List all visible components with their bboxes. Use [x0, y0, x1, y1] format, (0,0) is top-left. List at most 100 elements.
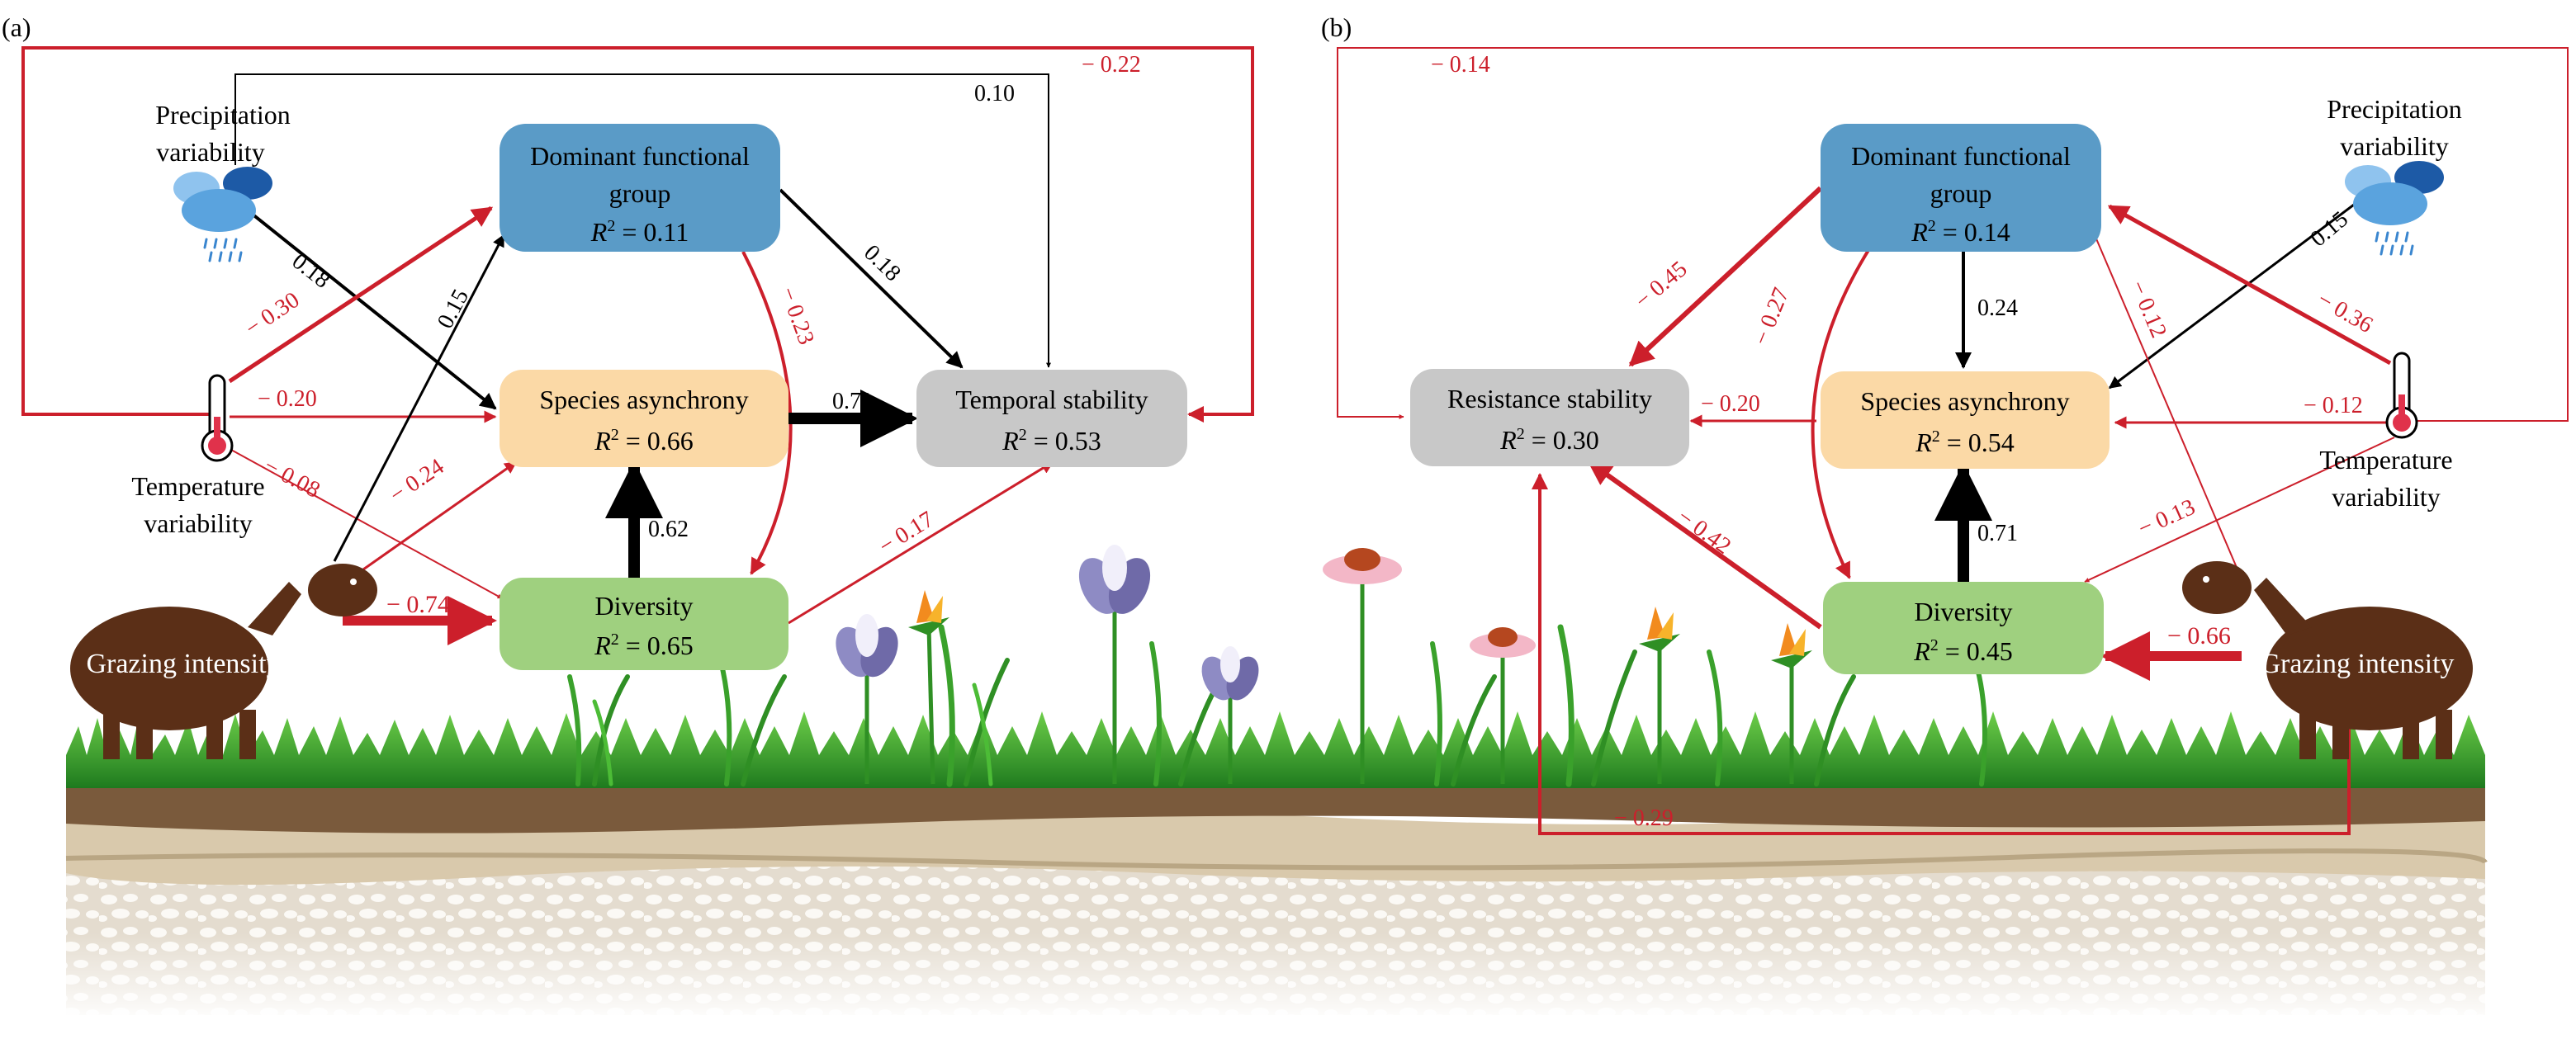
- arrow-grazing-to-stability-b: [1532, 473, 2351, 835]
- coef-temp-to-stab-a: − 0.22: [1082, 52, 1141, 78]
- temperature-driver-a: Temperature variability: [131, 374, 265, 538]
- coef-dom-to-async-b: 0.24: [1977, 295, 2018, 321]
- arrow-prec-to-asynchrony-a: [246, 209, 497, 410]
- svg-text:Diversity: Diversity: [594, 591, 693, 621]
- node-species-asynchrony-b: Species asynchrony R2 = 0.54: [1821, 371, 2110, 469]
- sand-stripe: [65, 848, 2488, 871]
- coef-async-to-stab-a: 0.71: [832, 389, 873, 414]
- grass-strip: [66, 710, 2485, 788]
- svg-text:Species asynchrony: Species asynchrony: [539, 385, 748, 414]
- coef-graz-to-div-b: − 0.66: [2167, 622, 2231, 649]
- svg-text:variability: variability: [156, 137, 265, 167]
- coef-dom-to-div-a: − 0.23: [774, 284, 819, 348]
- node-dominant-functional-group-a: Dominant functional group R2 = 0.11: [500, 124, 780, 252]
- coef-graz-to-div-a: − 0.74: [386, 591, 450, 618]
- panel-a-label: (a): [2, 12, 31, 42]
- panel-b-label: (b): [1321, 12, 1352, 42]
- svg-text:R2 = 0.11: R2 = 0.11: [590, 217, 689, 247]
- coef-graz-to-async-a: − 0.24: [386, 454, 449, 508]
- coef-temp-to-async-b: − 0.12: [2304, 393, 2363, 418]
- svg-text:Temperature: Temperature: [2319, 445, 2452, 475]
- svg-text:Resistance stability: Resistance stability: [1447, 384, 1652, 413]
- precipitation-driver-b: Precipitation variability: [2327, 94, 2462, 256]
- node-diversity-a: Diversity R2 = 0.65: [500, 578, 788, 670]
- temperature-driver-b: Temperature variability: [2319, 352, 2453, 512]
- svg-text:R2 = 0.14: R2 = 0.14: [1911, 217, 2010, 247]
- svg-text:Grazing intensity: Grazing intensity: [2260, 649, 2454, 679]
- node-species-asynchrony-a: Species asynchrony R2 = 0.66: [500, 370, 788, 467]
- arrow-grazing-to-asynchrony-a: [362, 461, 518, 571]
- node-dominant-functional-group-b: Dominant functional group R2 = 0.14: [1821, 124, 2101, 252]
- svg-text:Diversity: Diversity: [1914, 597, 2012, 626]
- arrow-dominant-to-stability-b: [1628, 186, 1823, 367]
- coef-prec-to-stab-a: 0.10: [974, 81, 1015, 106]
- svg-text:Grazing intensity: Grazing intensity: [86, 649, 280, 679]
- svg-text:Precipitation: Precipitation: [2327, 94, 2462, 124]
- svg-text:Temporal stability: Temporal stability: [955, 385, 1148, 414]
- arrow-diversity-to-stability-b: [1587, 460, 1822, 630]
- svg-text:R2 = 0.53: R2 = 0.53: [1002, 426, 1101, 456]
- svg-text:R2 = 0.54: R2 = 0.54: [1915, 427, 2015, 457]
- arrow-temp-to-stability-b: [1337, 47, 2569, 422]
- coef-div-to-async-a: 0.62: [648, 517, 689, 542]
- bird-of-paradise-flower: [1639, 607, 1680, 784]
- coef-prec-to-async-a: 0.18: [287, 248, 335, 294]
- svg-text:R2 = 0.30: R2 = 0.30: [1499, 425, 1599, 455]
- coef-temp-to-div-b: − 0.13: [2134, 494, 2199, 542]
- precipitation-driver-a: Precipitation variability: [155, 100, 291, 262]
- tall-grass: [567, 624, 1987, 787]
- svg-text:R2 = 0.66: R2 = 0.66: [594, 426, 694, 456]
- arrow-dominant-to-diversity-b: [1811, 246, 1872, 579]
- topsoil-layer: [66, 784, 2485, 834]
- bird-of-paradise-flower: [1771, 623, 1812, 784]
- thermometer-icon: [201, 374, 234, 462]
- arrow-temp-to-dominant-b: [2107, 204, 2392, 366]
- arrow-grazing-to-dominant-a: [333, 234, 505, 562]
- svg-text:variability: variability: [2332, 482, 2441, 512]
- coef-async-to-stab-b: − 0.20: [1701, 391, 1760, 417]
- sheep-icon: [70, 564, 377, 759]
- svg-text:group: group: [609, 178, 671, 208]
- svg-text:Precipitation: Precipitation: [155, 100, 291, 130]
- panel-a: (a) − 0.22 0.10 0.18 − 0.30 − 0.20 − 0.0…: [2, 12, 1254, 759]
- thermometer-icon: [2385, 352, 2418, 439]
- svg-text:R2 = 0.65: R2 = 0.65: [594, 631, 694, 660]
- svg-text:Species asynchrony: Species asynchrony: [1860, 386, 2069, 416]
- iris-flower: [836, 614, 898, 784]
- coef-temp-to-async-a: − 0.20: [258, 386, 317, 412]
- grazing-driver-a: Grazing intensity: [70, 564, 377, 759]
- ground-illustration: [65, 545, 2488, 1023]
- coef-graz-to-stab-b: − 0.29: [1614, 805, 1674, 831]
- svg-text:group: group: [1930, 178, 1992, 208]
- coef-temp-to-dom-a: − 0.30: [241, 287, 305, 342]
- coef-div-to-stab-b: − 0.42: [1673, 504, 1735, 560]
- svg-text:R2 = 0.45: R2 = 0.45: [1913, 636, 2013, 666]
- coef-dom-to-stab-b: − 0.45: [1631, 256, 1693, 314]
- soil-fade: [66, 933, 2485, 1023]
- coef-prec-to-async-b: 0.15: [2306, 206, 2353, 252]
- coef-dom-to-stab-a: 0.18: [859, 240, 906, 286]
- iris-flower: [1078, 545, 1151, 784]
- arrow-temp-to-diversity-a: [230, 449, 503, 599]
- coneflower: [1470, 627, 1536, 784]
- rain-cloud-icon: [173, 167, 272, 262]
- coef-dom-to-div-b: − 0.27: [1749, 284, 1795, 348]
- arrow-temp-to-diversity-b: [2084, 437, 2395, 583]
- node-temporal-stability-a: Temporal stability R2 = 0.53: [916, 370, 1187, 467]
- coneflower: [1323, 548, 1402, 784]
- coef-graz-to-dom-a: 0.15: [433, 285, 474, 333]
- bird-of-paradise-flower: [908, 590, 949, 785]
- iris-flower: [1201, 646, 1259, 784]
- coef-temp-to-dom-b: − 0.36: [2313, 286, 2378, 338]
- grazing-driver-b: Grazing intensity: [2182, 561, 2473, 759]
- arrow-prec-to-stability-a: [234, 73, 1051, 368]
- coef-div-to-async-b: 0.71: [1977, 521, 2018, 546]
- arrow-dominant-to-stability-a: [779, 188, 964, 369]
- arrow-prec-to-asynchrony-b: [2108, 201, 2358, 390]
- svg-text:variability: variability: [144, 508, 253, 538]
- sheep-icon: [2182, 561, 2473, 759]
- panel-b: (b) − 0.14 − 0.45 − 0.27 0.24 0.15 − 0.3…: [1321, 12, 2569, 835]
- arrow-temp-to-stability-a: [21, 46, 1254, 423]
- coef-temp-to-stab-b: − 0.14: [1431, 52, 1490, 78]
